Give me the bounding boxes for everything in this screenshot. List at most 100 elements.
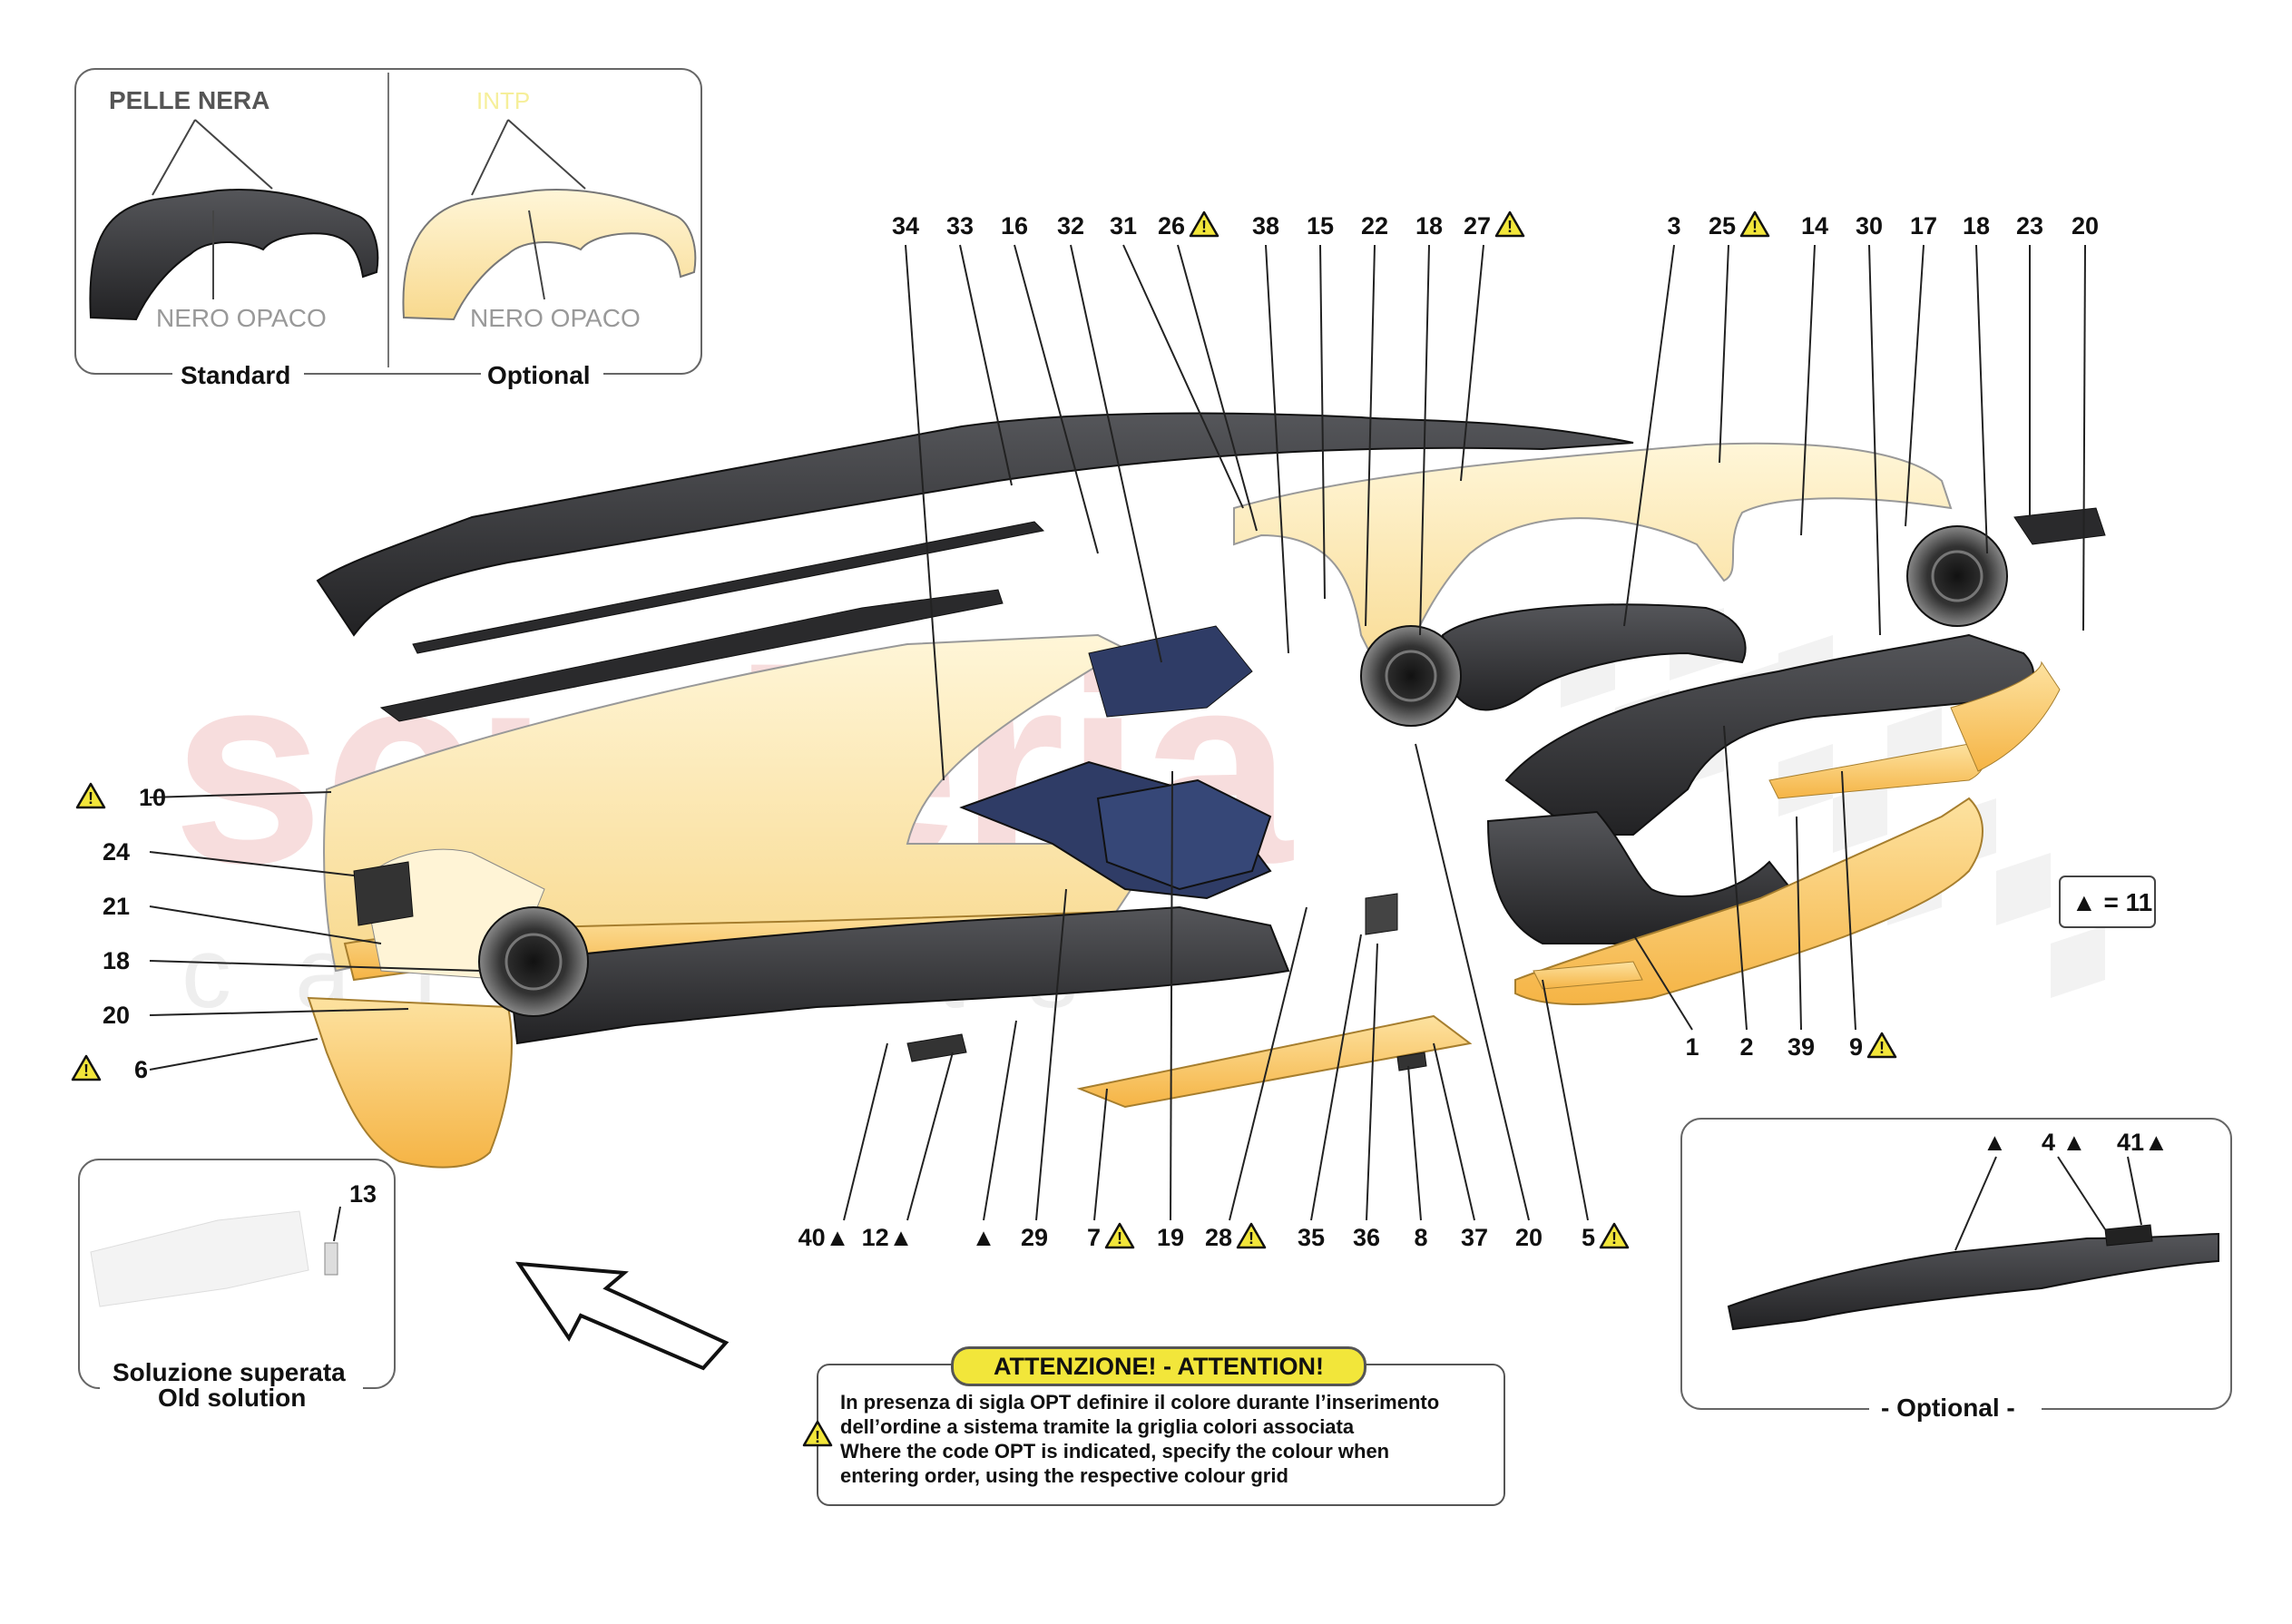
part-bracket-24 [353,861,414,926]
air-vent-right [1906,525,2008,627]
callout-bottom-28: 28 [1205,1224,1232,1251]
caption-optional: Optional [487,361,591,389]
callout-top-32: 32 [1057,212,1084,240]
warning-icon: ! [71,1054,102,1081]
warning-line-1: In presenza di sigla OPT definire il col… [840,1391,1440,1414]
callout-bottom-19: 19 [1157,1224,1184,1251]
warning-icon: ! [1236,1222,1267,1249]
label-nero-opaco-left: NERO OPACO [156,304,327,332]
part-lower-strip [379,589,1004,722]
label-intp: INTP [476,87,530,114]
callout-top-31: 31 [1110,212,1137,240]
callout-top-30: 30 [1856,212,1883,240]
warning-icon: ! [1599,1222,1630,1249]
part-right-dark-panel [1504,633,2034,836]
part-top-dark-strip [316,412,1634,637]
checkered-flag-watermark [1561,608,2105,998]
callout-top-17: 17 [1910,212,1937,240]
callout-bottom-8: 8 [1414,1224,1427,1251]
warning-title: ATTENZIONE! - ATTENTION! [951,1346,1366,1386]
callout-top-34: 34 [892,212,919,240]
air-vent-center [1360,625,1462,727]
part-blue-airbag-box [1096,778,1272,891]
svg-text:!: ! [83,1061,89,1080]
part-optional-small-41 [2104,1224,2153,1247]
callout-top-27: 27 [1464,212,1491,240]
callout-bottom-37: 37 [1461,1224,1488,1251]
caption-soluzione-superata: Soluzione superata [113,1358,346,1386]
label-opt-triangle: ▲ [1983,1129,2007,1156]
warning-icon: ! [1189,210,1219,238]
svg-text:!: ! [1752,218,1758,236]
inset-standard-optional: PELLE NERA INTP NERO OPACO NERO OPACO St… [74,68,702,391]
pad-standard-shape [89,189,379,321]
svg-text:!: ! [1507,218,1513,236]
callout-top-14: 14 [1801,212,1828,240]
part-thin-strip [412,521,1045,654]
callout-left-6: 6 [134,1056,148,1083]
label-nero-opaco-right: NERO OPACO [470,304,641,332]
part-lower-dark-trim [506,905,1290,1045]
callout-right-1: 1 [1685,1033,1699,1061]
callout-bottom-5: 5 [1582,1224,1595,1251]
callout-top-22: 22 [1361,212,1388,240]
dashboard-assembly [307,412,2106,1169]
part-binnacle-dark [1441,603,1747,711]
callout-top-15: 15 [1307,212,1334,240]
callout-top-26: 26 [1158,212,1185,240]
part-bottom-orange-strip-2 [1533,961,1643,990]
leader-lines [149,244,2086,1221]
callout-bottom-7: 7 [1087,1224,1101,1251]
label-pelle-nera: PELLE NERA [109,86,269,114]
callout-top-38: 38 [1252,212,1279,240]
warning-icon: ! [1494,210,1525,238]
callout-left-20: 20 [103,1002,130,1029]
callout-right-9: 9 [1849,1033,1863,1061]
part-bottom-orange-strip [1076,1014,1473,1109]
callout-top-23: 23 [2016,212,2043,240]
svg-text:!: ! [1117,1229,1122,1247]
callout-bottom-40: 40▲ [798,1224,850,1251]
part-right-end-orange [1950,660,2061,772]
svg-text:!: ! [1611,1229,1617,1247]
warning-icon: ! [1866,1032,1897,1059]
legend-box: ▲ = 11 [2059,876,2156,928]
callout-left-24: 24 [103,838,130,866]
callout-bottom-: ▲ [972,1224,996,1251]
callout-left-10: 10 [139,784,166,811]
part-right-orange-trim [1514,797,1983,1005]
callout-top-20: 20 [2072,212,2099,240]
part-knob-36 [1365,893,1398,935]
part-small-handle-8 [1396,1052,1427,1071]
svg-text:!: ! [88,789,93,807]
part-13-icon [324,1242,338,1276]
callout-right-2: 2 [1739,1033,1753,1061]
warning-line-4: entering order, using the respective col… [840,1464,1288,1487]
callout-left-21: 21 [103,893,130,920]
callout-right-39: 39 [1788,1033,1815,1061]
warning-icon: ! [802,1420,833,1452]
label-13: 13 [349,1180,377,1208]
pad-optional-shape [402,189,697,321]
callout-top-18: 18 [1963,212,1990,240]
callout-top-33: 33 [946,212,974,240]
svg-text:!: ! [1249,1229,1254,1247]
callout-bottom-35: 35 [1298,1224,1325,1251]
warning-icon: ! [1739,210,1770,238]
warning-line-2: dell’ordine a sistema tramite la griglia… [840,1415,1355,1438]
callout-top-25: 25 [1709,212,1736,240]
callout-top-18: 18 [1415,212,1443,240]
label-opt-41: 41▲ [2117,1129,2169,1156]
svg-text:!: ! [1879,1039,1885,1057]
part-small-handle-12 [906,1033,967,1062]
part-left-side-orange [307,996,513,1169]
warning-text: In presenza di sigla OPT definire il col… [840,1390,1494,1488]
callout-bottom-36: 36 [1353,1224,1380,1251]
callout-top-3: 3 [1667,212,1680,240]
callout-bottom-20: 20 [1515,1224,1543,1251]
legend-text: ▲ = 11 [2072,888,2152,916]
direction-arrow-icon [515,1261,730,1371]
warning-icon: ! [75,782,106,809]
